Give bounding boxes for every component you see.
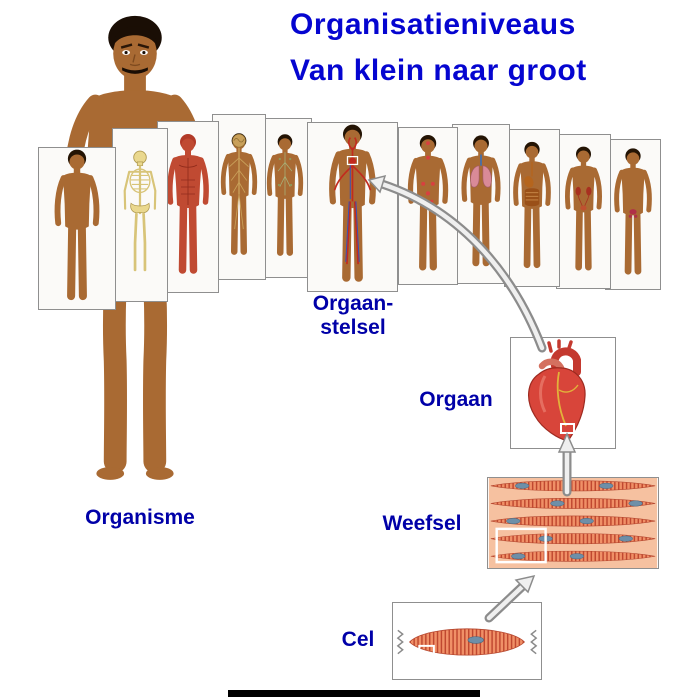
- title-line-2: Van klein naar groot: [290, 54, 587, 87]
- urinary-figure-icon: [557, 135, 610, 288]
- muscle-figure-icon: [167, 134, 209, 274]
- card-circulatory-system: [307, 122, 398, 292]
- nervous-figure-icon: [213, 115, 265, 279]
- label-orgaanstelsel-line1: Orgaan-: [312, 292, 394, 315]
- skeleton-icon: [123, 150, 157, 272]
- card-respiratory-system: [452, 124, 510, 284]
- reproductive-figure-icon: [606, 140, 660, 289]
- title-line-1: Organisatieniveaus: [290, 8, 576, 41]
- circulatory-figure-icon: [308, 123, 397, 291]
- panel-orgaan: [510, 337, 616, 449]
- card-urinary-system: [556, 134, 611, 289]
- label-orgaanstelsel-line2: stelsel: [320, 316, 386, 339]
- card-endocrine-system: [398, 127, 458, 285]
- card-skeletal-system: [112, 128, 168, 302]
- label-orgaan: Orgaan: [419, 388, 493, 411]
- muscle-tissue-icon: [488, 478, 658, 568]
- panel-weefsel: [487, 477, 659, 569]
- lymphatic-figure-icon: [259, 119, 311, 277]
- label-orgaanstelsel: Orgaan- stelsel: [298, 292, 408, 340]
- bottom-crop-bar: [228, 690, 480, 697]
- card-nervous-system: [212, 114, 266, 280]
- card-reproductive-system: [605, 139, 661, 290]
- muscle-cell-icon: [396, 628, 538, 659]
- digestive-figure-icon: [505, 130, 559, 286]
- label-organisme: Organisme: [85, 506, 195, 529]
- card-integumentary-system: [38, 147, 116, 310]
- card-digestive-system: [504, 129, 560, 287]
- card-lymphatic-system: [258, 118, 312, 278]
- heart-icon: [528, 339, 586, 442]
- label-weefsel: Weefsel: [382, 512, 462, 535]
- endocrine-figure-icon: [399, 128, 457, 284]
- panel-cel: [392, 602, 542, 680]
- label-cel: Cel: [341, 628, 375, 651]
- body-figure-icon: [39, 148, 115, 309]
- respiratory-figure-icon: [453, 125, 509, 283]
